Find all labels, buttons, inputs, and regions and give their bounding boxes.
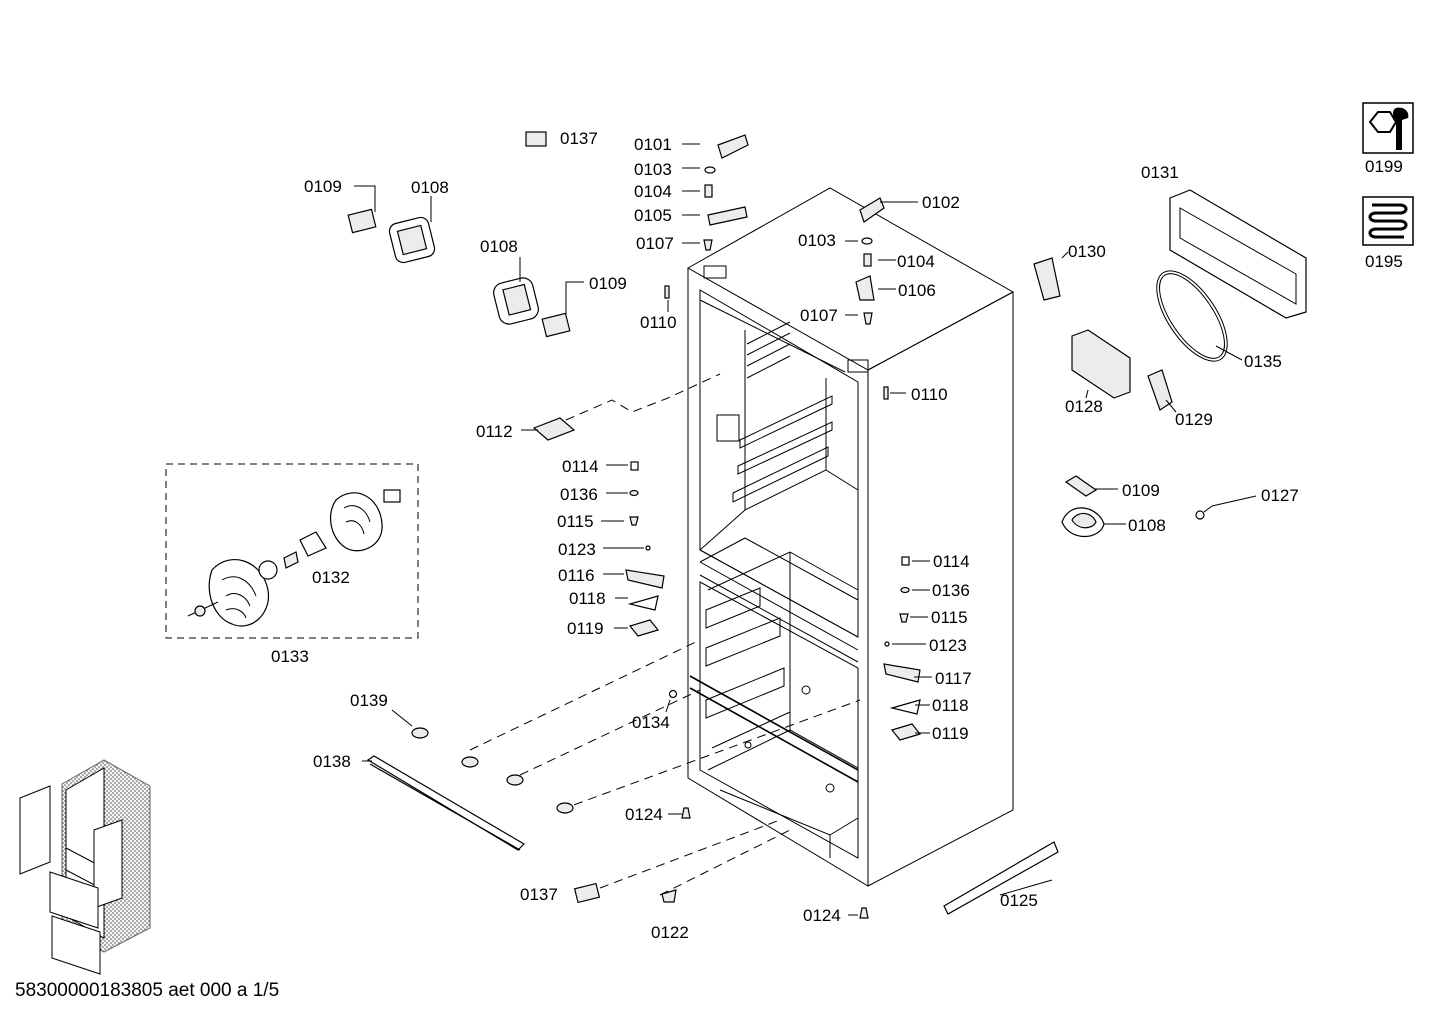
box-0129 <box>1147 369 1173 411</box>
callout-0115-a: 0115 <box>557 512 594 531</box>
callout-0124-b: 0124 <box>803 906 841 925</box>
callout-0107-a: 0107 <box>636 234 674 253</box>
module-0130 <box>1033 257 1061 301</box>
callout-0110-b: 0110 <box>911 385 948 404</box>
callout-0118-b: 0118 <box>932 696 969 715</box>
callout-0136-b: 0136 <box>932 581 970 600</box>
callout-0131: 0131 <box>1141 163 1179 182</box>
gasket-0135 <box>1156 270 1228 362</box>
fridge-overview-thumbnail <box>19 759 151 975</box>
wire-0127 <box>1195 510 1205 520</box>
cover-0137-bottom <box>573 882 601 904</box>
pin-0110-b <box>883 386 889 400</box>
top-hinge-right <box>855 197 885 325</box>
callout-0112: 0112 <box>476 422 513 441</box>
callout-0108-b: 0108 <box>480 237 518 256</box>
frame-0131 <box>1169 189 1307 319</box>
wrench-nut-icon <box>1362 102 1414 154</box>
callout-0114-a: 0114 <box>562 457 599 476</box>
callout-0128: 0128 <box>1065 397 1103 416</box>
callout-0107-b: 0107 <box>800 306 838 325</box>
callout-0139: 0139 <box>350 691 388 710</box>
right-fittings <box>883 556 922 741</box>
callout-0136-a: 0136 <box>560 485 598 504</box>
callout-0116: 0116 <box>558 566 595 585</box>
callout-0129: 0129 <box>1175 410 1213 429</box>
callout-0102: 0102 <box>922 193 960 212</box>
callout-0135: 0135 <box>1244 352 1282 371</box>
callout-0108-c: 0108 <box>1128 516 1166 535</box>
screw-0124-a <box>681 807 691 819</box>
callout-0134: 0134 <box>632 713 670 732</box>
screw-0124-b <box>859 907 869 919</box>
callout-0133: 0133 <box>271 647 309 666</box>
callout-0123-b: 0123 <box>929 636 967 655</box>
callout-0103-a: 0103 <box>634 160 672 179</box>
coil-heater-icon <box>1362 196 1414 246</box>
callout-0103-b: 0103 <box>798 231 836 250</box>
callout-0104-a: 0104 <box>634 182 672 201</box>
callout-0119-b: 0119 <box>932 724 969 743</box>
callout-0137-bottom: 0137 <box>520 885 558 904</box>
callout-0106: 0106 <box>898 281 936 300</box>
callout-0122: 0122 <box>651 923 689 942</box>
label-0109-a <box>347 208 377 234</box>
document-code: 58300000183805 aet 000 a 1/5 <box>15 980 280 1001</box>
callout-0110-a: 0110 <box>640 313 677 332</box>
callout-0109-b: 0109 <box>589 274 627 293</box>
assembly-lines <box>165 373 861 896</box>
left-fittings <box>625 461 678 699</box>
callout-0105: 0105 <box>634 206 672 225</box>
callout-0124-a: 0124 <box>625 805 663 824</box>
top-hinge-left <box>703 134 749 251</box>
board-0128 <box>1071 329 1131 399</box>
rail-0125 <box>943 841 1059 915</box>
strip-0138 <box>366 755 525 851</box>
callout-0130: 0130 <box>1068 242 1106 261</box>
callout-0137-top: 0137 <box>560 129 598 148</box>
cover-0137-top <box>525 131 547 147</box>
callout-0138: 0138 <box>313 752 351 771</box>
callout-labels: 0137 0101 0103 0104 0105 0107 0102 0103 … <box>271 129 1299 942</box>
feet-0139 <box>411 727 574 814</box>
callout-0118-a: 0118 <box>569 589 606 608</box>
callout-0132: 0132 <box>312 568 350 587</box>
bracket-0112 <box>532 417 576 441</box>
fan-assembly-0133 <box>187 489 401 627</box>
icon-code-0199: 0199 <box>1365 157 1403 176</box>
callout-leaders <box>354 143 1257 916</box>
callout-0108-a: 0108 <box>411 178 449 197</box>
callout-0127: 0127 <box>1261 486 1299 505</box>
callout-0125: 0125 <box>1000 891 1038 910</box>
callout-0109-a: 0109 <box>304 177 342 196</box>
callout-0104-b: 0104 <box>897 252 935 271</box>
label-0109-b <box>541 312 571 338</box>
refrigerator-cabinet <box>686 187 1015 887</box>
callout-0114-b: 0114 <box>933 552 970 571</box>
callout-0101: 0101 <box>634 135 672 154</box>
callout-0115-b: 0115 <box>931 608 968 627</box>
label-0109-c <box>1064 475 1098 497</box>
callout-0123-a: 0123 <box>558 540 596 559</box>
callout-0119-a: 0119 <box>567 619 604 638</box>
callout-0109-c: 0109 <box>1122 481 1160 500</box>
icon-code-0195: 0195 <box>1365 252 1403 271</box>
callout-0117: 0117 <box>935 669 972 688</box>
clip-0122 <box>661 889 677 903</box>
pin-0110-a <box>664 285 670 299</box>
